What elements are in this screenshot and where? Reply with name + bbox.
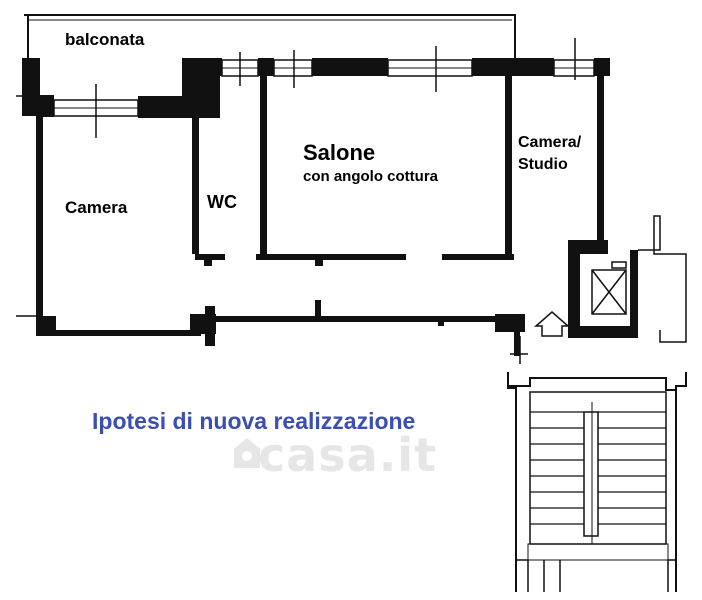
- watermark-house-icon: [234, 438, 260, 468]
- wall-top-a: [182, 58, 222, 76]
- wall-elevator-bottom: [568, 326, 634, 338]
- wall-top-bedroom-a: [36, 95, 54, 117]
- wall-top-b: [258, 58, 274, 76]
- wall-elevator-left: [568, 240, 580, 338]
- wall-top-d: [472, 58, 554, 76]
- door-stub: [514, 330, 520, 356]
- wall-studio-right: [597, 74, 604, 244]
- watermark: casa.it: [258, 428, 437, 482]
- room-label-living-subtitle: con angolo cottura: [303, 168, 438, 185]
- wall-corridor-pillar: [495, 314, 525, 332]
- wall-salone-left: [260, 74, 267, 254]
- wall-top-bedroom-b: [138, 96, 190, 118]
- wall-studio-left: [505, 74, 512, 260]
- stairwell-outline: [507, 372, 517, 592]
- wall-bottom-stub: [205, 306, 215, 346]
- plan-note: Ipotesi di nuova realizzazione: [92, 408, 416, 434]
- room-label-studio-line2: Studio: [518, 156, 568, 173]
- elevator-shaft-outline: [638, 215, 687, 343]
- room-label-studio-line1: Camera/: [518, 134, 582, 151]
- room-label-bedroom: Camera: [65, 198, 128, 217]
- room-label-balcony: balconata: [65, 30, 145, 49]
- wall-wc-left: [192, 74, 199, 254]
- wall-elevator-right: [630, 250, 638, 338]
- wall-salone-stub: [315, 254, 323, 266]
- wall-left-corner: [22, 58, 40, 116]
- room-label-wc: WC: [207, 192, 237, 212]
- wall-corridor-stub: [315, 300, 321, 318]
- wall-top-e: [594, 58, 610, 76]
- wall-top-c: [312, 58, 388, 76]
- wall-salone-foot-b: [442, 254, 514, 260]
- elevator-cabin: [591, 269, 627, 315]
- wall-corridor-bottom: [215, 316, 515, 322]
- wall-bottom-pillar: [36, 316, 56, 336]
- wall-bottom: [36, 330, 201, 336]
- wall-wc-stub: [204, 254, 212, 266]
- wall-left: [36, 100, 43, 335]
- entry-arrow: [534, 311, 570, 337]
- room-label-living: Salone: [303, 140, 376, 165]
- wall-salone-foot-a: [256, 254, 406, 260]
- wall-corridor-notch: [438, 316, 444, 326]
